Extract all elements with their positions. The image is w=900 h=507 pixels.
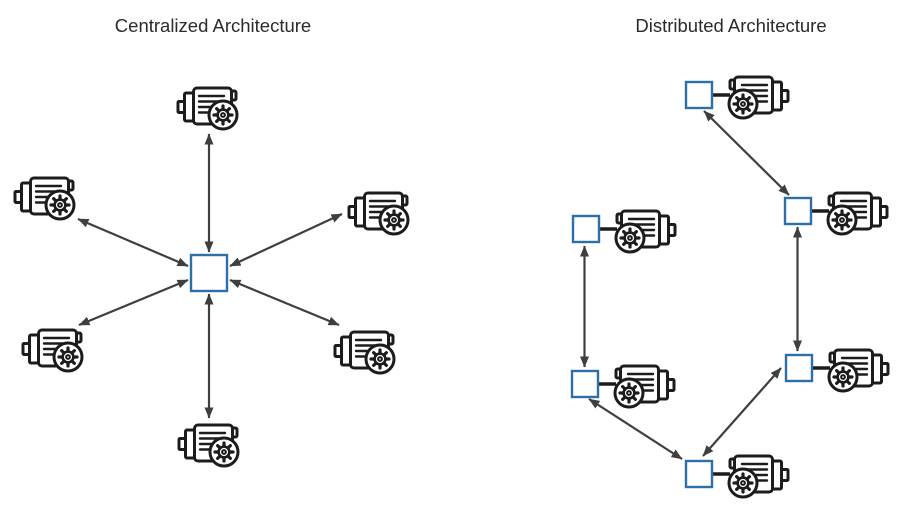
nodes-layer [13,75,890,499]
node-top [684,75,790,120]
node-top-motor-icon [727,75,790,120]
arrow-central-controller-motor-upper-left [77,217,189,268]
node-left-middle-controller-square [571,214,601,244]
node-right-lower-motor-icon [827,348,890,393]
node-right-upper-controller-square [783,196,813,226]
node-left-lower-motor-icon [613,364,676,409]
arrow-central-controller-motor-lower-right [229,278,340,327]
node-top-controller-square [684,80,714,110]
node-left-lower [570,364,676,409]
node-bottom-controller-square [684,459,714,489]
arrow-node-top-node-right-upper [703,110,790,196]
motor-bottom-motor-icon [177,423,240,468]
node-right-lower-controller-square [784,353,814,383]
node-right-lower [784,348,890,393]
motor-upper-left-motor-icon [13,176,76,221]
node-bottom [684,454,790,499]
node-left-lower-controller-square [570,369,600,399]
motor-upper-right-motor-icon [347,191,410,236]
node-right-upper [783,191,889,236]
node-right-upper-motor-icon [826,191,889,236]
left-diagram-title: Centralized Architecture [114,15,312,36]
arrow-central-controller-motor-lower-left [78,278,189,327]
central-controller [189,253,229,293]
motor-top-motor-icon [176,86,239,131]
right-diagram-title: Distributed Architecture [635,15,827,36]
arrow-node-bottom-node-left-lower [588,398,683,460]
node-bottom-motor-icon [727,454,790,499]
arrow-central-controller-motor-upper-right [229,213,343,267]
arrow-node-right-lower-node-bottom [702,367,782,457]
motor-lower-right-motor-icon [333,330,396,375]
motor-lower-left-motor-icon [21,328,84,373]
arrows-layer [77,110,802,460]
node-left-middle-motor-icon [614,209,677,254]
node-left-middle [571,209,677,254]
